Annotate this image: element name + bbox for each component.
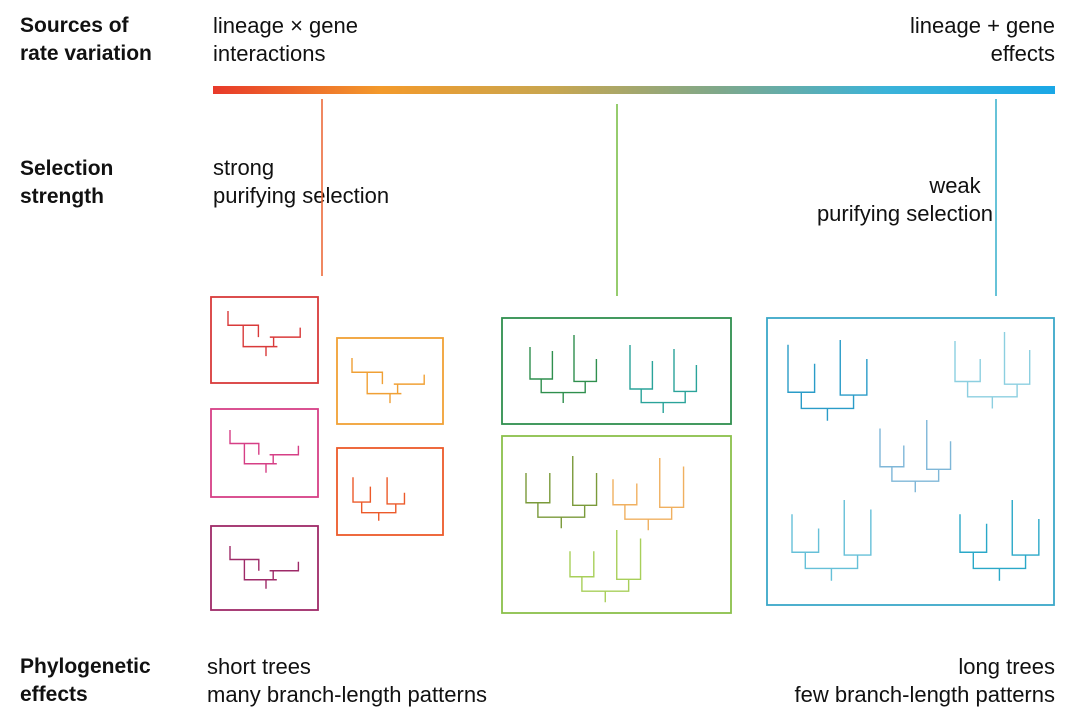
weak-selection-line1: weak: [929, 173, 981, 198]
sources-right-label: lineage + gene effects: [910, 12, 1055, 68]
tree-blue-2: [954, 332, 1031, 409]
sources-heading-line1: Sources of: [20, 14, 129, 37]
weak-selection-line2: purifying selection: [816, 201, 994, 226]
tree-box-orange-red: [336, 447, 444, 536]
rate-variation-gradient-bar: [213, 86, 1055, 94]
effects-right-line1: long trees: [958, 654, 1055, 679]
effects-right-label: long trees few branch-length patterns: [795, 653, 1056, 709]
tree-orange-red: [352, 477, 406, 521]
tree-teal-1: [629, 345, 698, 413]
sources-right-line2: effects: [990, 41, 1055, 66]
tree-purple: [229, 546, 300, 589]
tree-box-orange: [336, 337, 444, 425]
strong-selection-line1: strong: [213, 155, 275, 180]
tree-blue-1: [787, 340, 868, 421]
sources-heading: Sources of rate variation: [20, 12, 152, 68]
tree-pink: [229, 430, 300, 473]
tree-blue-4: [791, 500, 872, 581]
sources-left-label: lineage × gene interactions: [213, 12, 358, 68]
phylo-heading: Phylogenetic effects: [20, 653, 151, 709]
effects-left-line1: short trees: [207, 654, 311, 679]
tree-blue-3: [879, 420, 952, 493]
selection-heading-line2: strength: [20, 185, 104, 208]
sources-heading-line2: rate variation: [20, 42, 152, 65]
tree-box-dark-green: [501, 317, 732, 425]
tree-dark-green-1: [529, 335, 598, 403]
strong-selection-label: strong purifying selection: [213, 154, 389, 210]
effects-right-line2: few branch-length patterns: [794, 682, 1056, 707]
strong-selection-line2: purifying selection: [213, 183, 390, 208]
tree-peach-1: [612, 458, 685, 531]
tree-box-blue: [766, 317, 1055, 606]
tree-box-purple: [210, 525, 319, 611]
weak-selection-label: weak purifying selection: [775, 172, 1035, 228]
tree-lime-1: [569, 530, 642, 603]
effects-left-label: short trees many branch-length patterns: [207, 653, 487, 709]
sources-left-line2: interactions: [213, 41, 326, 66]
tree-orange: [351, 358, 425, 404]
tree-red: [227, 311, 301, 357]
selection-heading-line1: Selection: [20, 157, 114, 180]
tree-box-red: [210, 296, 319, 384]
effects-left-line2: many branch-length patterns: [207, 682, 488, 707]
tree-box-pink: [210, 408, 319, 498]
selection-heading: Selection strength: [20, 155, 113, 211]
sources-right-line1: lineage + gene: [910, 13, 1055, 38]
sources-left-line1: lineage × gene: [213, 13, 358, 38]
phylo-heading-line2: effects: [20, 683, 88, 706]
tree-box-light-green: [501, 435, 732, 614]
tree-olive-1: [525, 456, 598, 529]
phylo-heading-line1: Phylogenetic: [20, 655, 151, 678]
tree-blue-5: [959, 500, 1040, 581]
